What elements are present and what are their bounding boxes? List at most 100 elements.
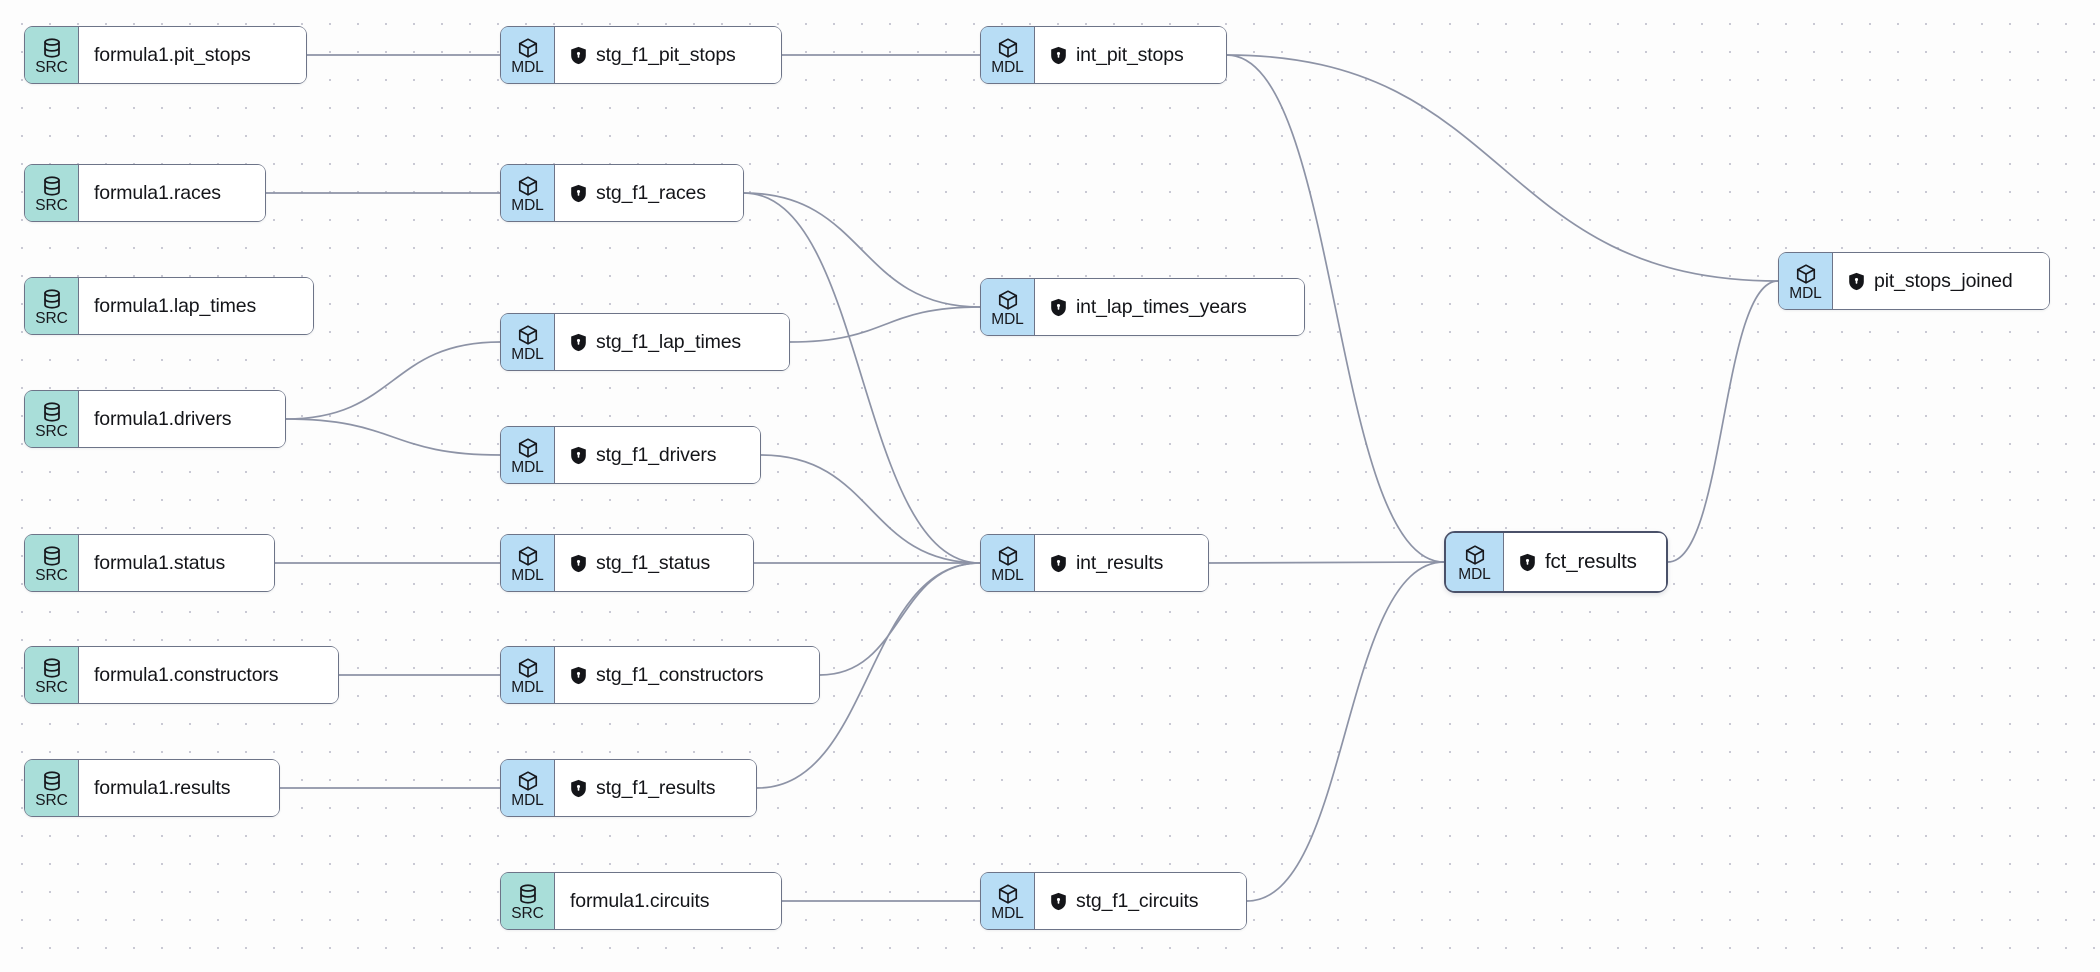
node-badge-text: MDL bbox=[991, 904, 1024, 922]
node-label: stg_f1_circuits bbox=[1076, 889, 1199, 912]
node-label: formula1.results bbox=[94, 776, 231, 799]
edge-int_pit_stops-to-pit_stops_joined bbox=[1226, 54, 1779, 282]
model-badge: MDL bbox=[501, 535, 555, 591]
node-body: formula1.constructors bbox=[79, 647, 338, 703]
shield-icon bbox=[1050, 46, 1067, 65]
node-label: stg_f1_status bbox=[596, 551, 711, 574]
node-body: formula1.pit_stops bbox=[79, 27, 306, 83]
model-badge: MDL bbox=[1446, 533, 1504, 591]
cube-icon bbox=[517, 437, 539, 459]
node-body: stg_f1_circuits bbox=[1035, 873, 1246, 929]
edge-int_results-to-fct_results bbox=[1208, 561, 1445, 564]
cube-icon bbox=[997, 37, 1019, 59]
node-stg_results[interactable]: MDL stg_f1_results bbox=[500, 759, 757, 817]
model-badge: MDL bbox=[501, 427, 555, 483]
node-src_constructors[interactable]: SRC formula1.constructors bbox=[24, 646, 339, 704]
node-badge-text: MDL bbox=[511, 345, 544, 363]
node-stg_races[interactable]: MDL stg_f1_races bbox=[500, 164, 744, 222]
node-body: formula1.circuits bbox=[555, 873, 781, 929]
model-badge: MDL bbox=[501, 647, 555, 703]
node-badge-text: MDL bbox=[1789, 284, 1822, 302]
shield-icon bbox=[570, 779, 587, 798]
cube-icon bbox=[517, 545, 539, 567]
node-stg_status[interactable]: MDL stg_f1_status bbox=[500, 534, 754, 592]
node-badge-text: MDL bbox=[991, 310, 1024, 328]
node-badge-text: SRC bbox=[35, 309, 68, 327]
node-label: formula1.status bbox=[94, 551, 226, 574]
cube-icon bbox=[517, 324, 539, 346]
node-body: formula1.races bbox=[79, 165, 265, 221]
node-int_lap_times_years[interactable]: MDL int_lap_times_years bbox=[980, 278, 1305, 336]
node-badge-text: MDL bbox=[511, 196, 544, 214]
node-body: fct_results bbox=[1504, 533, 1666, 591]
cube-icon bbox=[517, 770, 539, 792]
model-badge: MDL bbox=[1779, 253, 1833, 309]
node-body: stg_f1_drivers bbox=[555, 427, 760, 483]
node-src_circuits[interactable]: SRC formula1.circuits bbox=[500, 872, 782, 930]
node-src_drivers[interactable]: SRC formula1.drivers bbox=[24, 390, 286, 448]
edge-src_drivers-to-stg_drivers bbox=[285, 418, 501, 456]
database-icon bbox=[41, 401, 63, 423]
node-badge-text: MDL bbox=[511, 678, 544, 696]
node-badge-text: SRC bbox=[35, 422, 68, 440]
node-body: stg_f1_races bbox=[555, 165, 743, 221]
shield-icon bbox=[1519, 553, 1536, 572]
node-stg_circuits[interactable]: MDL stg_f1_circuits bbox=[980, 872, 1247, 930]
node-label: formula1.pit_stops bbox=[94, 43, 251, 66]
shield-icon bbox=[570, 554, 587, 573]
node-body: stg_f1_constructors bbox=[555, 647, 819, 703]
node-body: pit_stops_joined bbox=[1833, 253, 2049, 309]
shield-icon bbox=[570, 446, 587, 465]
node-label: stg_f1_drivers bbox=[596, 443, 717, 466]
node-badge-text: SRC bbox=[35, 791, 68, 809]
node-src_lap_times[interactable]: SRC formula1.lap_times bbox=[24, 277, 314, 335]
node-body: int_lap_times_years bbox=[1035, 279, 1304, 335]
shield-icon bbox=[1848, 272, 1865, 291]
source-badge: SRC bbox=[25, 647, 79, 703]
edge-src_drivers-to-stg_lap_times bbox=[285, 341, 501, 420]
node-badge-text: SRC bbox=[511, 904, 544, 922]
node-label: formula1.drivers bbox=[94, 407, 232, 430]
cube-icon bbox=[517, 37, 539, 59]
shield-icon bbox=[570, 666, 587, 685]
node-pit_stops_joined[interactable]: MDL pit_stops_joined bbox=[1778, 252, 2050, 310]
node-label: int_lap_times_years bbox=[1076, 295, 1247, 318]
node-stg_lap_times[interactable]: MDL stg_f1_lap_times bbox=[500, 313, 790, 371]
node-label: formula1.constructors bbox=[94, 663, 279, 686]
node-body: stg_f1_results bbox=[555, 760, 756, 816]
database-icon bbox=[41, 770, 63, 792]
node-badge-text: MDL bbox=[511, 791, 544, 809]
node-body: formula1.results bbox=[79, 760, 279, 816]
shield-icon bbox=[570, 46, 587, 65]
node-src_results[interactable]: SRC formula1.results bbox=[24, 759, 280, 817]
cube-icon bbox=[517, 175, 539, 197]
shield-icon bbox=[1050, 298, 1067, 317]
node-label: formula1.lap_times bbox=[94, 294, 257, 317]
node-label: stg_f1_lap_times bbox=[596, 330, 742, 353]
edge-stg_constructors-to-int_results bbox=[819, 562, 981, 676]
node-body: formula1.drivers bbox=[79, 391, 285, 447]
node-badge-text: MDL bbox=[991, 58, 1024, 76]
cube-icon bbox=[997, 545, 1019, 567]
cube-icon bbox=[997, 883, 1019, 905]
database-icon bbox=[41, 657, 63, 679]
shield-icon bbox=[570, 184, 587, 203]
shield-icon bbox=[1050, 892, 1067, 911]
edge-stg_races-to-int_lap_times_years bbox=[743, 192, 981, 308]
model-badge: MDL bbox=[981, 535, 1035, 591]
source-badge: SRC bbox=[25, 165, 79, 221]
database-icon bbox=[41, 175, 63, 197]
source-badge: SRC bbox=[25, 760, 79, 816]
model-badge: MDL bbox=[981, 873, 1035, 929]
node-stg_constructors[interactable]: MDL stg_f1_constructors bbox=[500, 646, 820, 704]
node-stg_drivers[interactable]: MDL stg_f1_drivers bbox=[500, 426, 761, 484]
